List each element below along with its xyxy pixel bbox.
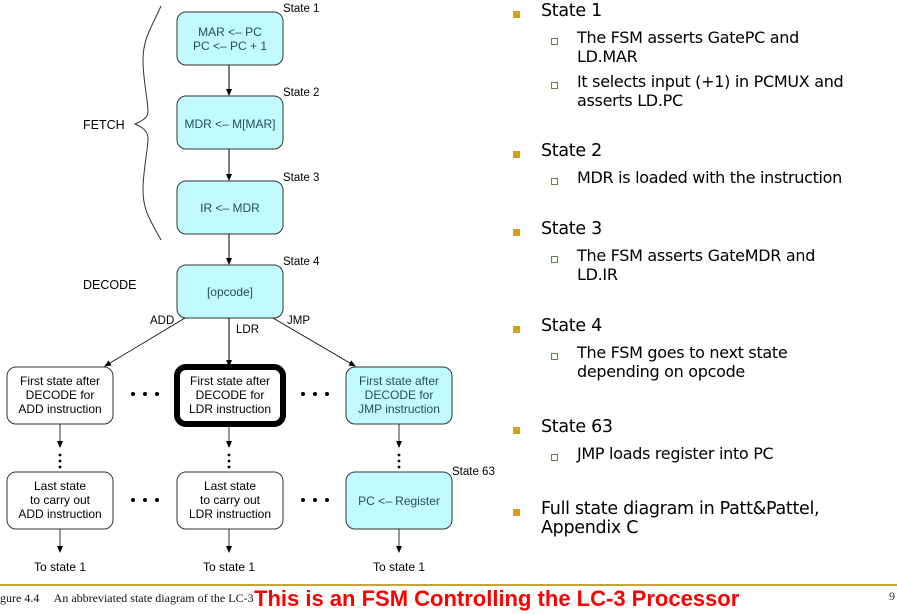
- state-4-line1: [opcode]: [207, 285, 253, 299]
- sub-bullet-icon: [551, 178, 558, 185]
- ellipsis-row1: [131, 392, 329, 396]
- state-1-label: State 1: [283, 3, 319, 15]
- sub-bullet-text: JMP loads register into PC: [577, 444, 774, 463]
- first-state-jmp-node: First state after DECODE for JMP instruc…: [345, 366, 453, 425]
- state-1-line1: MAR <– PC: [198, 25, 262, 39]
- sub-bullet-icon: [551, 82, 558, 89]
- figure-caption: gure 4.4 An abbreviated state diagram of…: [0, 591, 254, 605]
- arrow-jmp-branch: [272, 317, 356, 367]
- first-state-add-node: First state after DECODE for ADD instruc…: [6, 366, 114, 425]
- bullet-title: State 1: [541, 1, 602, 21]
- sub-bullet-text: The FSM asserts GateMDR and LD.IR: [577, 246, 816, 284]
- first-ldr-line2: DECODE for: [196, 388, 265, 402]
- first-jmp-line2: DECODE for: [365, 388, 434, 402]
- sub-bullet-icon: [551, 38, 558, 45]
- sub-bullet-text: The FSM asserts GatePC and LD.MAR: [577, 28, 799, 66]
- arrow-add-branch: [104, 317, 186, 367]
- to-state1-ldr: To state 1: [203, 560, 255, 574]
- first-ldr-line1: First state after: [190, 374, 270, 388]
- branch-label-jmp: JMP: [287, 315, 310, 327]
- state-diagram: FETCH DECODE MAR <– PC PC <– PC + 1 Stat…: [6, 3, 495, 574]
- last-add-line3: ADD instruction: [18, 507, 101, 521]
- bullet-square-icon: [513, 229, 520, 236]
- first-add-line1: First state after: [20, 374, 100, 388]
- state-3-node: IR <– MDR: [176, 180, 284, 235]
- sub-bullet-text: MDR is loaded with the instruction: [577, 168, 843, 187]
- fetch-label: FETCH: [83, 118, 125, 132]
- last-state-ldr-node: Last state to carry out LDR instruction: [176, 471, 284, 530]
- ellipsis-row2: [131, 498, 329, 502]
- bullet-square-icon: [513, 151, 520, 158]
- sub-bullet-icon: [551, 353, 558, 360]
- bullet-title: Full state diagram in Patt&Pattel, Appen…: [541, 499, 820, 538]
- bullet-title: State 3: [541, 219, 602, 239]
- state-63-node: PC <– Register: [345, 471, 453, 530]
- bullet-title: State 2: [541, 141, 602, 161]
- state-63-label: State 63: [452, 466, 495, 478]
- state-4-node: [opcode]: [176, 264, 284, 319]
- slide-title: This is an FSM Controlling the LC-3 Proc…: [254, 586, 740, 611]
- first-jmp-line1: First state after: [359, 374, 439, 388]
- sub-bullet-text: The FSM goes to next state depending on …: [577, 343, 788, 381]
- state-2-node: MDR <– M[MAR]: [176, 95, 284, 150]
- last-add-line2: to carry out: [30, 493, 91, 507]
- sub-bullet-icon: [551, 256, 558, 263]
- last-ldr-line3: LDR instruction: [189, 507, 271, 521]
- state-1-node: MAR <– PC PC <– PC + 1: [176, 11, 284, 66]
- first-add-line3: ADD instruction: [18, 402, 101, 416]
- sub-bullet-text: It selects input (+1) in PCMUX and asser…: [577, 72, 844, 110]
- last-ldr-line2: to carry out: [200, 493, 261, 507]
- first-add-line2: DECODE for: [26, 388, 95, 402]
- page-number: 9: [889, 589, 895, 603]
- bullet-square-icon: [513, 326, 520, 333]
- bullet-square-icon: [513, 509, 520, 516]
- last-ldr-line1: Last state: [204, 479, 256, 493]
- first-jmp-line3: JMP instruction: [358, 402, 440, 416]
- footer-divider: [0, 584, 897, 586]
- sub-bullet-icon: [551, 454, 558, 461]
- state-63-line1: PC <– Register: [358, 494, 440, 508]
- state-4-label: State 4: [283, 256, 320, 268]
- last-add-line1: Last state: [34, 479, 86, 493]
- to-state1-add: To state 1: [34, 560, 86, 574]
- state-2-line1: MDR <– M[MAR]: [184, 117, 275, 131]
- to-state1-jmp: To state 1: [373, 560, 425, 574]
- first-ldr-line3: LDR instruction: [189, 402, 271, 416]
- branch-label-add: ADD: [150, 315, 174, 327]
- fetch-brace: [133, 5, 162, 241]
- bullet-square-icon: [513, 11, 520, 18]
- last-state-add-node: Last state to carry out ADD instruction: [6, 471, 114, 530]
- decode-label: DECODE: [83, 278, 136, 292]
- state-2-label: State 2: [283, 87, 319, 99]
- first-state-ldr-node: First state after DECODE for LDR instruc…: [174, 364, 286, 427]
- bullet-square-icon: [513, 427, 520, 434]
- branch-label-ldr: LDR: [236, 324, 259, 336]
- connectors-middle: [57, 424, 402, 469]
- state-1-line2: PC <– PC + 1: [193, 39, 267, 53]
- bullet-title: State 4: [541, 316, 602, 336]
- state-3-line1: IR <– MDR: [200, 201, 260, 215]
- state-3-label: State 3: [283, 172, 319, 184]
- bullet-title: State 63: [541, 417, 613, 437]
